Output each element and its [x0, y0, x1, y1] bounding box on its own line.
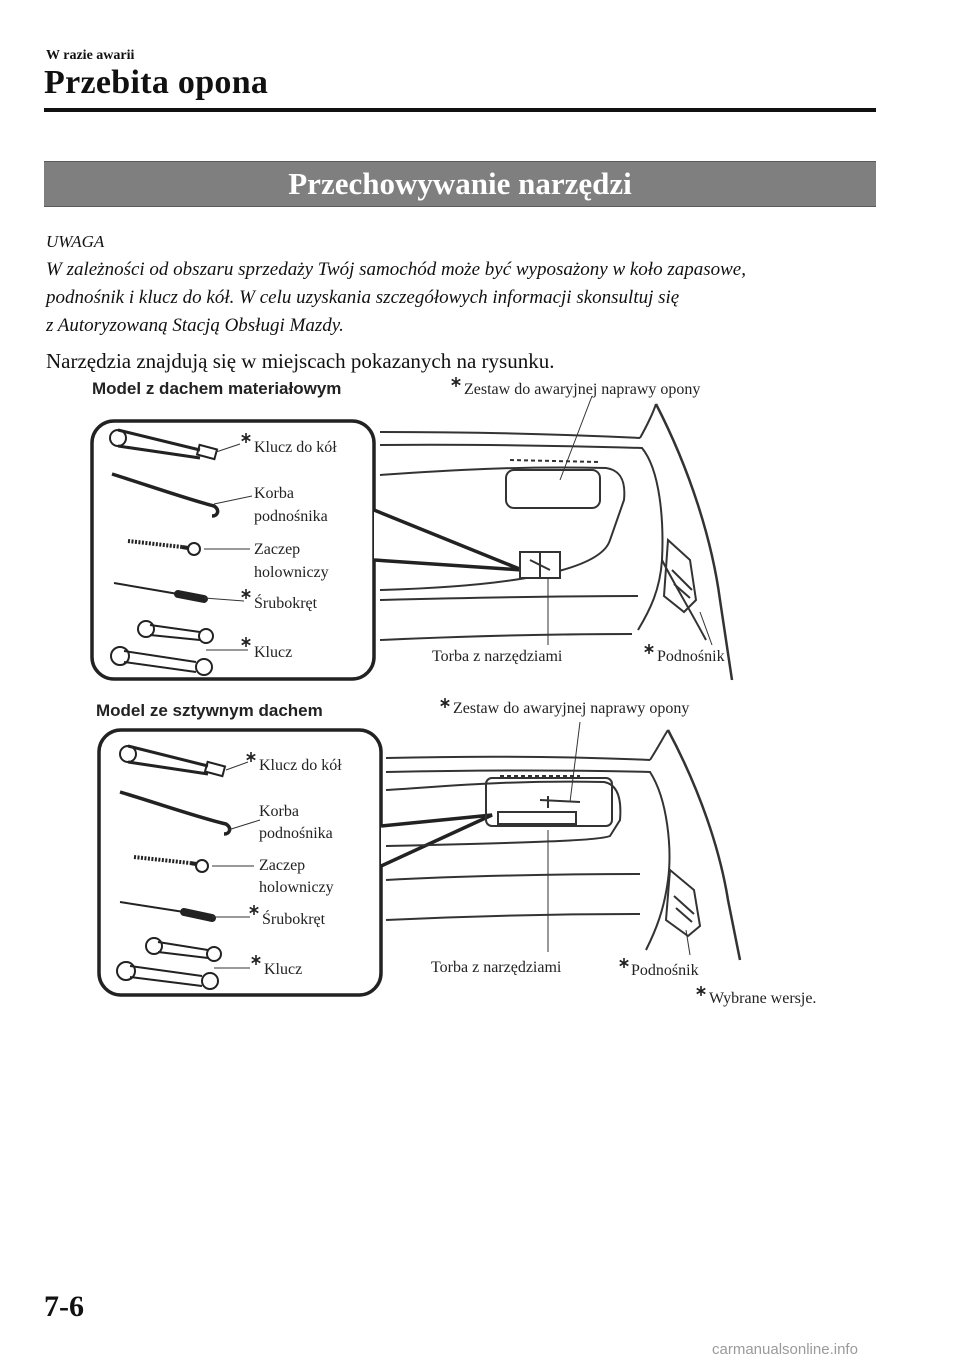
jack-handle-icon [111, 472, 220, 518]
label-tool-bag: Torba z narzędziami [431, 959, 562, 976]
jack-handle-icon [119, 790, 232, 836]
title-rule [44, 108, 876, 112]
trunk-illustration [379, 403, 734, 681]
label-jack: Podnośnik [631, 962, 699, 979]
label-tow-hook: holowniczy [259, 879, 334, 896]
tools-panel [90, 419, 376, 681]
label-jack-handle: podnośnika [254, 508, 328, 525]
label-tow-hook: holowniczy [254, 564, 329, 581]
screwdriver-icon [119, 901, 216, 922]
note-body: W zależności od obszaru sprzedaży Twój s… [46, 256, 876, 340]
watermark: carmanualsonline.info [712, 1341, 858, 1358]
footnote-selected-versions: Wybrane wersje. [709, 990, 816, 1007]
section-heading: Przechowywanie narzędzi [44, 161, 876, 207]
label-tool-bag: Torba z narzędziami [432, 648, 563, 665]
leader-lines [203, 395, 713, 651]
tool-icons [116, 744, 232, 990]
model-label: Model z dachem materiałowym [92, 379, 341, 398]
label-wrench: Klucz [254, 644, 292, 661]
callout-wedge [373, 508, 523, 572]
note-line: podnośnik i klucz do kół. W celu uzyskan… [46, 287, 680, 308]
label-screwdriver: Śrubokręt [262, 909, 326, 928]
label-tow-hook: Zaczep [259, 857, 305, 874]
leader-lines [212, 721, 691, 969]
wheel-wrench-icon [109, 428, 219, 461]
trunk-illustration [385, 729, 742, 961]
label-screwdriver: Śrubokręt [254, 593, 318, 612]
label-tow-hook: Zaczep [254, 541, 300, 558]
page-title: Przebita opona [44, 64, 269, 101]
wrench-icon [116, 937, 222, 990]
note-line: W zależności od obszaru sprzedaży Twój s… [46, 259, 746, 280]
label-jack: Podnośnik [657, 648, 725, 665]
note-line: z Autoryzowaną Stacją Obsługi Mazdy. [46, 315, 344, 336]
note-title: UWAGA [46, 232, 105, 251]
label-repair-kit: Zestaw do awaryjnej naprawy opony [453, 700, 689, 717]
label-jack-handle: Korba [254, 485, 294, 502]
wheel-wrench-icon [119, 744, 227, 778]
figure-bottom: Model ze sztywnym dachem [96, 697, 816, 1007]
tool-icons [109, 428, 220, 676]
screwdriver-icon [113, 582, 208, 603]
label-jack-handle: Korba [259, 803, 299, 820]
page-number: 7-6 [44, 1290, 84, 1323]
label-wrench: Klucz [264, 961, 302, 978]
tow-hook-icon [133, 855, 209, 873]
label-repair-kit: Zestaw do awaryjnej naprawy opony [464, 381, 700, 398]
label-wheel-wrench: Klucz do kół [254, 439, 337, 456]
model-label: Model ze sztywnym dachem [96, 701, 323, 720]
label-jack-handle: podnośnika [259, 825, 333, 842]
body-text: Narzędzia znajdują się w miejscach pokaz… [46, 349, 555, 373]
callout-wedge [380, 813, 493, 868]
figure-top: Model z dachem materiałowym [90, 376, 734, 681]
label-wheel-wrench: Klucz do kół [259, 757, 342, 774]
wrench-icon [110, 620, 214, 676]
tow-hook-icon [127, 539, 201, 556]
breadcrumb: W razie awarii [46, 48, 135, 63]
